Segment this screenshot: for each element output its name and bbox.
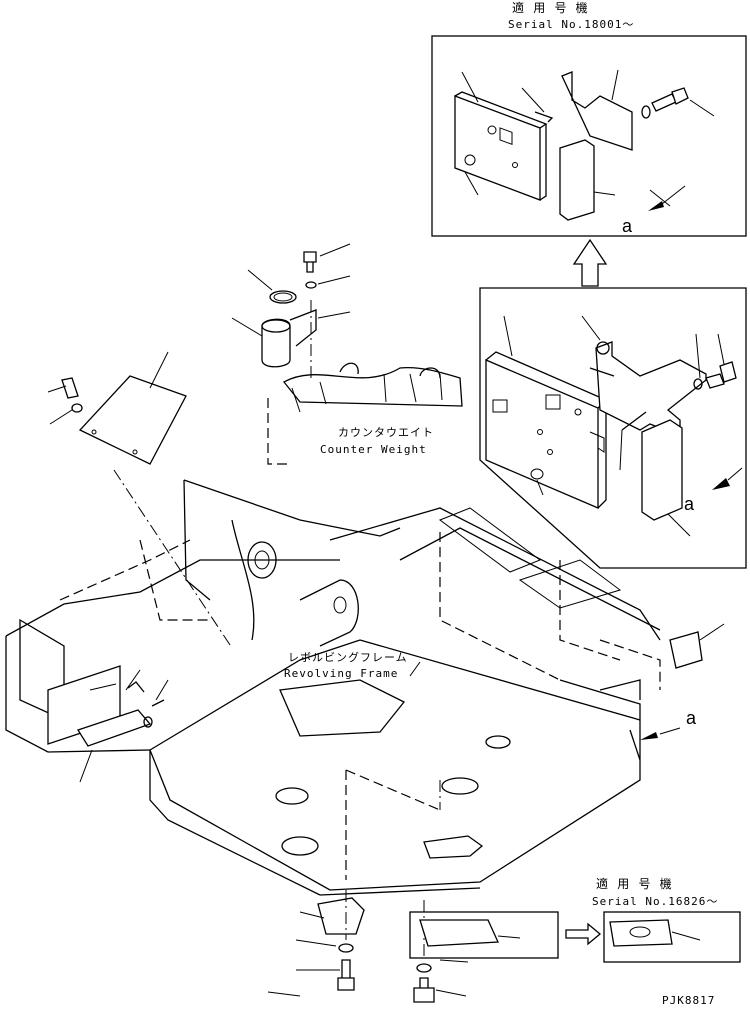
drawing-number: PJK8817 — [662, 994, 715, 1007]
view-ref-top: a — [622, 216, 633, 236]
revolving-frame — [5, 479, 725, 896]
view-ref-main: a — [686, 708, 697, 728]
revolving-frame-label-en: Revolving Frame — [284, 667, 398, 680]
bottom-inset-applicable-label: 適 用 号 機 — [596, 876, 673, 891]
view-ref-mid: a — [684, 494, 695, 514]
top-inset-applicable-label: 適 用 号 機 — [512, 0, 589, 15]
counterweight-label-en: Counter Weight — [320, 443, 427, 456]
counterweight-assembly — [231, 243, 463, 465]
cover-old-part — [419, 919, 521, 947]
mid-inset-parts — [485, 315, 743, 537]
top-inset-parts — [454, 69, 715, 221]
change-arrow-up — [572, 238, 608, 287]
cover-new-frame — [603, 911, 741, 963]
counterweight-label-jp: カウンタウエイト — [338, 426, 434, 439]
cover-old-frame — [409, 911, 559, 959]
top-inset-serial-label: Serial No.18001～ — [508, 18, 634, 31]
revolving-frame-label-jp: レボルビングフレーム — [288, 650, 408, 664]
cover-new-part — [609, 919, 701, 947]
bottom-inset-serial-label: Serial No.16826～ — [592, 895, 718, 908]
top-inset-frame — [431, 35, 747, 237]
upper-cover-plate — [47, 351, 233, 649]
bottom-cover-parts — [267, 890, 469, 1003]
change-arrow-right — [565, 922, 602, 946]
mid-inset-frame — [479, 287, 747, 569]
